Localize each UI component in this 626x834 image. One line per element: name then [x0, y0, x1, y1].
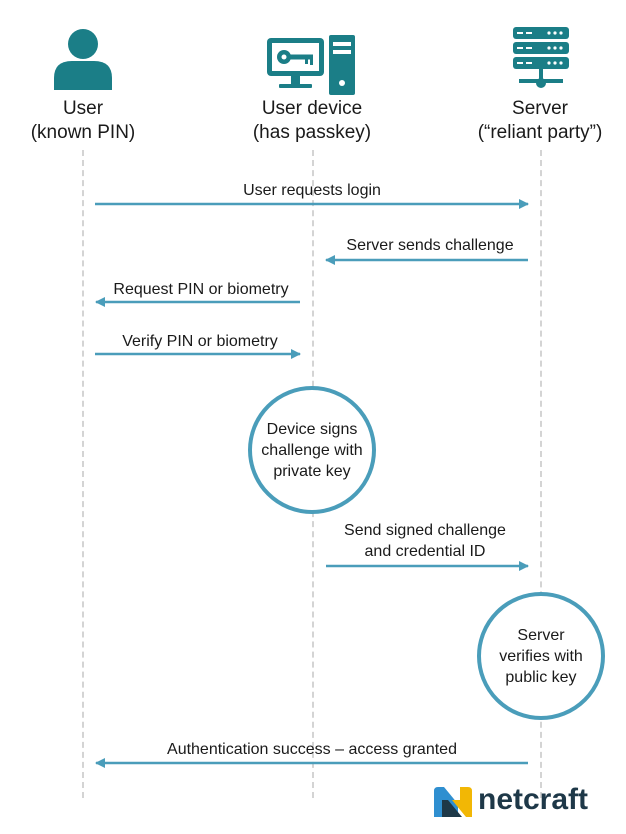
server-actor-note: (“reliant party”)	[477, 122, 603, 143]
device-sign-line3: private key	[273, 462, 351, 480]
server-icon	[513, 27, 569, 88]
user-actor-label: User (known PIN)	[0, 97, 173, 145]
user-lifeline	[82, 150, 84, 798]
netcraft-logo-icon	[434, 787, 472, 817]
server-verify-line2: verifies with	[499, 647, 583, 665]
device-sign-step: Device signs challenge with private key	[248, 386, 376, 514]
device-sign-line2: challenge with	[261, 441, 363, 459]
device-actor-name: User device	[261, 98, 363, 119]
device-actor-note: (has passkey)	[252, 122, 372, 143]
user-actor-name: User	[62, 98, 104, 119]
server-actor-label: Server (“reliant party”)	[450, 97, 626, 145]
netcraft-logo-text: netcraft	[478, 783, 589, 816]
device-sign-line1: Device signs	[266, 420, 358, 438]
server-verify-step: Server verifies with public key	[477, 592, 605, 720]
message-send-signed-challenge-line1: Send signed challenge	[344, 522, 506, 539]
user-actor-note: (known PIN)	[30, 122, 136, 143]
message-verify-pin: Verify PIN or biometry	[122, 333, 278, 350]
server-actor-name: Server	[512, 98, 568, 119]
device-actor-label: User device (has passkey)	[222, 97, 402, 145]
computer-with-key-icon	[267, 35, 355, 95]
server-verify-line1: Server	[517, 626, 565, 644]
message-authentication-success: Authentication success – access granted	[167, 741, 457, 758]
server-verify-line3: public key	[505, 668, 577, 686]
message-send-signed-challenge-line2: and credential ID	[364, 543, 486, 560]
message-send-signed-challenge: Send signed challenge and credential ID	[320, 520, 530, 562]
message-user-requests-login: User requests login	[243, 182, 381, 199]
message-request-pin: Request PIN or biometry	[113, 281, 289, 298]
user-icon	[54, 29, 112, 90]
message-server-sends-challenge: Server sends challenge	[346, 237, 514, 254]
server-lifeline	[540, 150, 542, 798]
